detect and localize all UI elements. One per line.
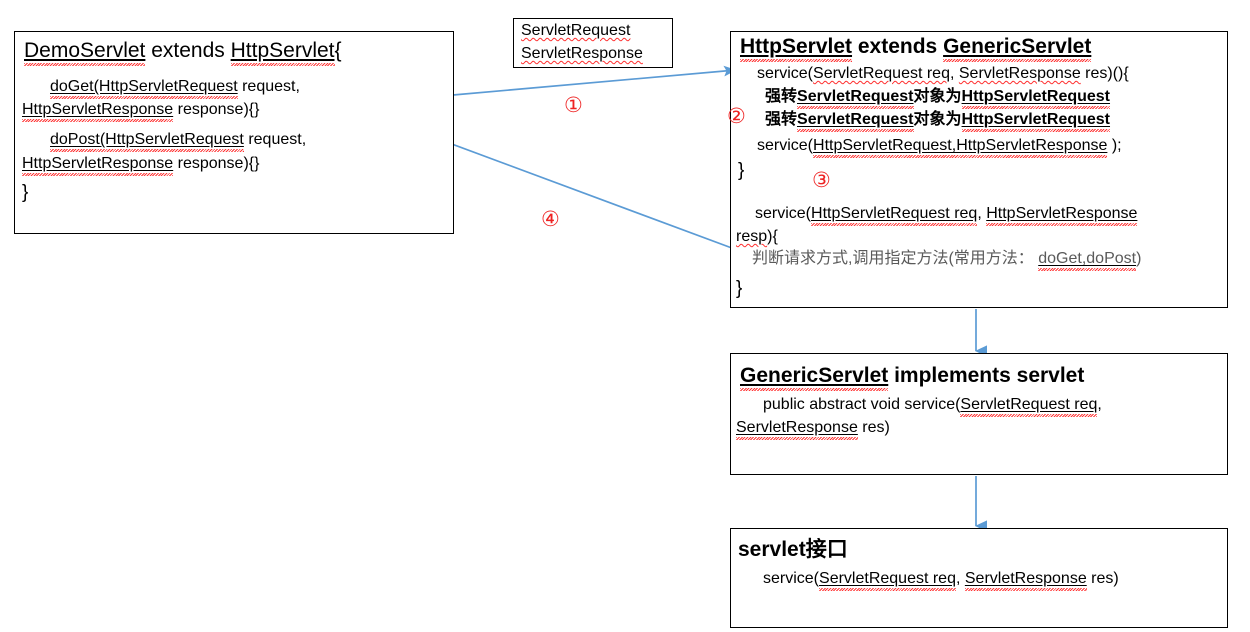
demo-servlet-line-4: HttpServletResponse response){}	[22, 155, 260, 172]
http-servlet-line-2: 强转ServletRequest对象为HttpServletRequest	[765, 88, 1111, 105]
http-servlet-line-9: }	[736, 278, 743, 299]
http-servlet-line-7: resp){	[736, 228, 778, 245]
demo-servlet-line-3: doPost(HttpServletRequest request,	[50, 131, 307, 148]
http-servlet-line-4: service(HttpServletRequest,HttpServletRe…	[757, 137, 1122, 154]
http-servlet-line-6: service(HttpServletRequest req, HttpServ…	[755, 205, 1138, 222]
servlet-request-label: ServletRequest	[521, 22, 631, 39]
servlet-types-box	[513, 18, 673, 68]
servlet-response-label: ServletResponse	[521, 45, 643, 62]
http-servlet-line-8: 判断请求方式,调用指定方法(常用方法： doGet,doPost)	[752, 250, 1142, 267]
http-servlet-line-1: service(ServletRequest req, ServletRespo…	[757, 65, 1129, 82]
step-marker-1: ①	[564, 93, 583, 117]
demo-servlet-title: DemoServlet extends HttpServlet{	[24, 39, 342, 62]
http-servlet-line-5: }	[738, 160, 745, 181]
http-servlet-line-3: 强转ServletRequest对象为HttpServletRequest	[765, 111, 1111, 128]
demo-servlet-line-5: }	[22, 182, 29, 203]
arrow-1-demo-to-httpservlet	[452, 65, 737, 96]
demo-servlet-line-1: doGet(HttpServletRequest request,	[50, 78, 300, 95]
demo-servlet-line-2: HttpServletResponse response){}	[22, 101, 260, 118]
step-marker-4: ④	[541, 207, 560, 231]
step-marker-2: ②	[727, 104, 746, 128]
http-servlet-title: HttpServlet extends GenericServlet	[740, 35, 1092, 58]
servlet-interface-line-1: service(ServletRequest req, ServletRespo…	[763, 570, 1119, 587]
step-marker-3: ③	[812, 168, 831, 192]
generic-servlet-line-1: public abstract void service(ServletRequ…	[763, 396, 1102, 413]
generic-servlet-line-2: ServletResponse res)	[736, 419, 890, 436]
generic-servlet-title: GenericServlet implements servlet	[740, 364, 1085, 387]
http-servlet-box	[730, 31, 1228, 308]
servlet-interface-title: servlet接口	[738, 538, 848, 561]
